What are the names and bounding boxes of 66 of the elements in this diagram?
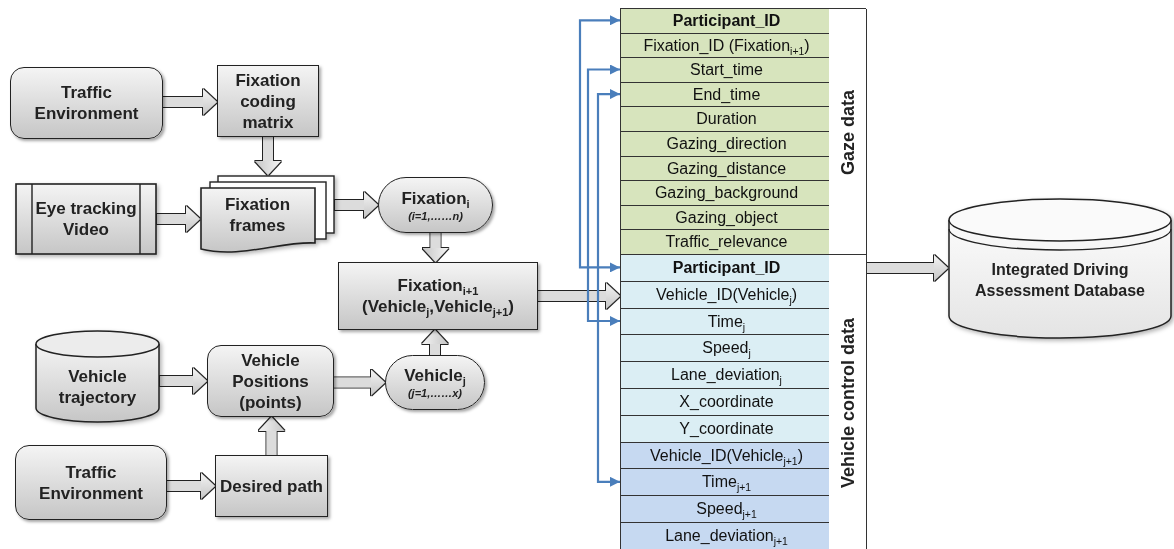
block-arrow <box>538 283 620 309</box>
node-label: Traffic Environment <box>38 461 144 504</box>
database-cylinder <box>948 198 1172 338</box>
table-row: Fixation_ID (Fixation$_{i+1}$) <box>621 33 829 59</box>
data-table <box>620 8 866 549</box>
node-label: Fixation coding matrix <box>234 69 302 133</box>
table-row: Gazing_direction <box>621 132 829 157</box>
index-range-note: (i=1,……n) <box>408 208 463 223</box>
section-label: Gaze data <box>838 88 859 177</box>
node-label: Fixation$_{i}$ <box>401 187 470 209</box>
table-row: Gazing_distance <box>621 156 829 182</box>
table-row: Gazing_object <box>621 205 829 231</box>
block-arrow <box>866 255 948 281</box>
table-row: Time$_{j+1}$ <box>621 469 829 497</box>
table-row: Start_time <box>621 58 829 83</box>
table-row: Traffic_relevance <box>621 230 829 255</box>
table-row: Duration <box>621 107 829 132</box>
block-arrow <box>335 192 378 218</box>
table-row: Y_coordinate <box>621 415 829 443</box>
block-arrow <box>163 89 217 115</box>
table-row: Speed$_{j+1}$ <box>621 496 829 523</box>
table-section <box>621 255 867 549</box>
block-arrow <box>422 330 448 355</box>
table-section <box>621 9 867 255</box>
table-row: Participant_ID <box>621 255 829 282</box>
table-row: Vehicle_ID(Vehicle$_{j}$) <box>621 281 829 309</box>
rounded-process-box <box>207 345 334 417</box>
node-label: Vehicle$_{j}$ <box>404 365 466 386</box>
process-box <box>217 65 319 137</box>
table-row: Gazing_background <box>621 181 829 206</box>
predefined-process-box <box>15 183 157 255</box>
block-arrow <box>167 473 215 499</box>
node-label: Desired path <box>220 475 323 497</box>
block-arrow <box>334 369 385 396</box>
connector-arrow <box>586 64 620 326</box>
table-row: Lane_deviation$_{j}$ <box>621 362 829 389</box>
node-label: Integrated Driving Assessment Database <box>974 260 1146 301</box>
section-label: Vehicle control data <box>838 316 859 490</box>
process-box <box>215 455 328 517</box>
rounded-process-box <box>10 67 163 139</box>
connector-arrow <box>596 89 620 487</box>
block-arrow <box>157 206 200 232</box>
rounded-process-box <box>15 445 167 520</box>
table-row: Speed$_{j}$ <box>621 335 829 363</box>
table-row: End_time <box>621 82 829 108</box>
table-row: Time$_{j}$ <box>621 308 829 336</box>
database-cylinder <box>35 330 160 422</box>
node-label: Vehicle trajectory <box>57 366 138 408</box>
node-label: Traffic Environment <box>33 82 140 124</box>
node-label: Vehicle Positions (points) <box>231 349 310 413</box>
block-arrow <box>160 368 207 394</box>
terminal-shape <box>385 355 485 410</box>
node-label: Fixation$_{i+1}$ (Vehicle$_{j}$,Vehicle$_{j+1}$) <box>361 275 515 317</box>
node-label: Fixation frames <box>223 194 292 236</box>
process-box <box>338 262 538 330</box>
connector-arrow <box>578 15 620 273</box>
block-arrow <box>422 233 449 262</box>
terminal-shape <box>378 177 493 233</box>
block-arrow <box>258 417 285 455</box>
table-row: Vehicle_ID(Vehicle$_{j+1}$) <box>621 442 829 470</box>
table-row: Lane_deviation$_{j+1}$ <box>621 523 829 549</box>
node-label: Eye tracking Video <box>35 198 137 240</box>
index-range-note: (j=1,……x) <box>407 387 463 400</box>
table-row: Participant_ID <box>621 9 829 34</box>
table-row: X_coordinate <box>621 389 829 416</box>
block-arrow <box>255 137 281 175</box>
